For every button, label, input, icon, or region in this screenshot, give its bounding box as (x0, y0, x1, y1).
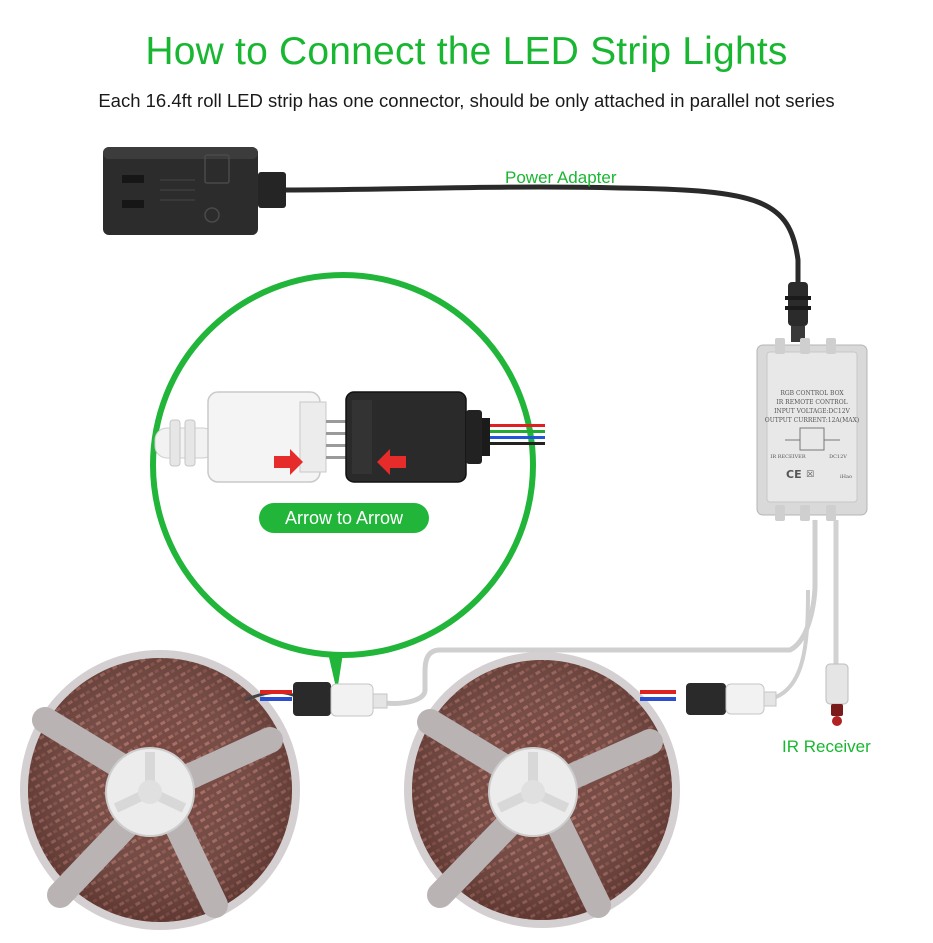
output-cable-second (769, 589, 810, 701)
ir-receiver-label: IR Receiver (782, 737, 871, 756)
page-title: How to Connect the LED Strip Lights (145, 30, 788, 73)
power-adapter-label: Power Adapter (505, 168, 617, 187)
page-subtitle: Each 16.4ft roll LED strip has one conne… (98, 90, 835, 111)
box-label-line1: RGB CONTROL BOX (780, 390, 844, 397)
connector-pair-right (686, 683, 777, 715)
arrow-left-icon (377, 449, 406, 475)
control-box: RGB CONTROL BOX IR REMOTE CONTROL INPUT … (756, 338, 868, 521)
dc-jack (785, 282, 811, 342)
ir-receiver (825, 663, 849, 726)
box-ce-mark: CE (786, 468, 802, 481)
led-reel-left (20, 650, 301, 930)
box-port-left: IR RECEIVER (770, 454, 805, 460)
arrow-right-icon (274, 449, 303, 475)
led-reel-right (404, 652, 680, 928)
bin-icon: ☒ (806, 470, 814, 480)
connector-pair-left (293, 682, 388, 717)
box-label-line4: OUTPUT CURRENT:12A(MAX) (765, 417, 859, 424)
box-label-line3: INPUT VOLTAGE:DC12V (774, 408, 850, 415)
output-cable-main (384, 520, 818, 706)
box-label-line2: IR REMOTE CONTROL (776, 399, 847, 406)
box-brand: iHao (840, 474, 852, 480)
power-cable (284, 184, 801, 282)
box-port-right: DC12V (829, 454, 847, 460)
zoom-callout (150, 272, 545, 658)
arrow-hint-badge: Arrow to Arrow (259, 503, 429, 533)
power-adapter (103, 147, 286, 235)
